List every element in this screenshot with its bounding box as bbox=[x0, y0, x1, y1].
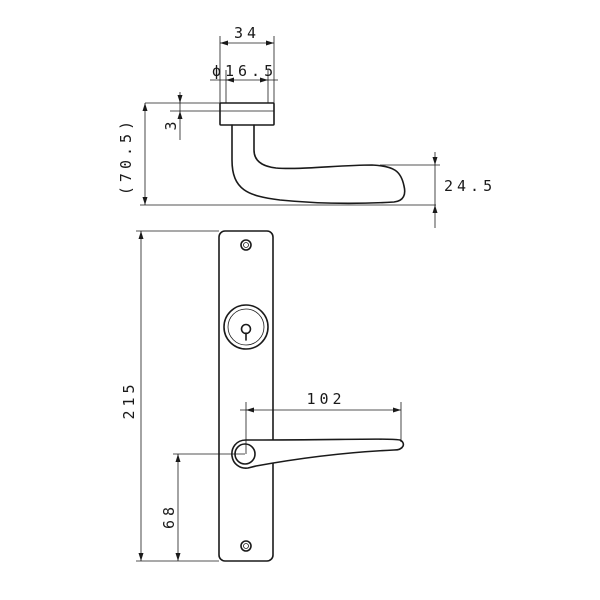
back-plate bbox=[218, 230, 274, 562]
bottom-screw-hole-icon bbox=[240, 540, 252, 552]
dim-label-24-5: 24.5 bbox=[444, 177, 496, 195]
dim-label-34: 34 bbox=[234, 24, 260, 42]
dim-rose-height-3: 3 bbox=[145, 92, 220, 140]
dim-spindle-height-68: 68 bbox=[160, 453, 245, 561]
dim-width-34: 34 bbox=[219, 24, 275, 103]
bottom-screw-hole-inner bbox=[243, 543, 249, 549]
dim-label-102: 102 bbox=[306, 390, 345, 408]
front-view bbox=[218, 230, 405, 562]
dim-label-70-5: (70.5) bbox=[117, 117, 135, 195]
top-screw-hole-inner bbox=[243, 242, 249, 248]
top-screw-hole-icon bbox=[240, 239, 252, 251]
dim-label-diameter-symbol: ϕ bbox=[212, 62, 225, 80]
dim-diameter-16-5: ϕ 16.5 bbox=[210, 62, 278, 103]
lever-front-profile bbox=[231, 438, 405, 469]
dim-label-68: 68 bbox=[160, 503, 178, 529]
dim-plate-length-215: 215 bbox=[120, 230, 219, 562]
dim-lever-length-102: 102 bbox=[240, 390, 402, 454]
dim-label-16-5: 16.5 bbox=[225, 62, 277, 80]
side-view bbox=[219, 102, 406, 205]
dim-label-215: 215 bbox=[120, 380, 138, 419]
cylinder-rose-inner bbox=[227, 308, 265, 346]
dim-label-3: 3 bbox=[162, 117, 180, 130]
cylinder-rose bbox=[223, 304, 269, 350]
dim-depth-70-5: (70.5) bbox=[117, 103, 436, 206]
dim-lever-drop-24-5: 24.5 bbox=[380, 152, 496, 228]
rose-cap bbox=[219, 102, 275, 126]
lever-side-profile bbox=[231, 124, 406, 205]
